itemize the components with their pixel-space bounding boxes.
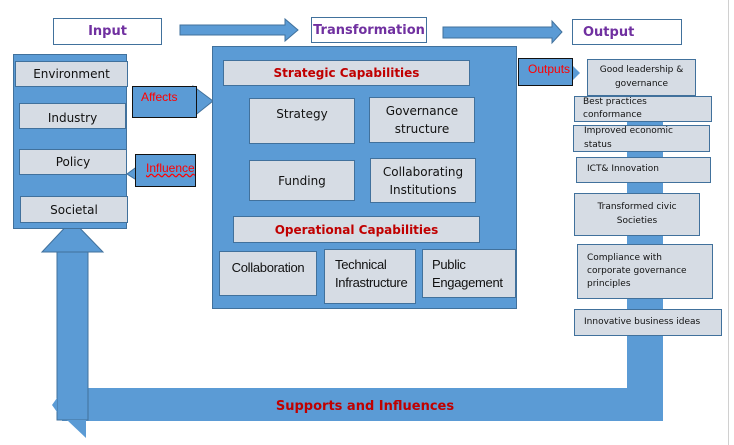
output-item: Best practices conformance — [574, 96, 712, 122]
operational-public-engagement: Public Engagement — [422, 249, 516, 298]
operational-technical-infrastructure: Technical Infrastructure — [324, 249, 416, 304]
feedback-bottom-tail — [67, 420, 86, 438]
strategic-collaborating-institutions: Collaborating Institutions — [370, 158, 476, 203]
label-influence: Influence — [135, 154, 196, 187]
input-industry: Industry — [19, 103, 126, 129]
feedback-left-arrowhead — [52, 398, 57, 412]
input-policy: Policy — [19, 149, 127, 175]
arrow-transformation-to-output — [442, 19, 563, 45]
output-item: ICT& Innovation — [576, 157, 711, 183]
strategic-strategy: Strategy — [249, 98, 355, 144]
feedback-bar — [62, 388, 629, 421]
output-item: Good leadership & governance — [587, 59, 696, 96]
input-societal: Societal — [20, 196, 128, 223]
output-item: Improved economic status — [573, 125, 710, 152]
label-affects: Affects — [132, 86, 197, 118]
arrow-input-to-transformation — [179, 17, 299, 43]
strategic-capabilities-title: Strategic Capabilities — [223, 60, 470, 86]
feedback-label: Supports and Influences — [275, 399, 455, 414]
input-environment: Environment — [15, 61, 128, 87]
operational-collaboration: Collaboration — [219, 251, 317, 296]
feedback-bar-right — [620, 388, 663, 421]
operational-capabilities-title: Operational Capabilities — [233, 216, 480, 243]
outputs-arrowhead — [572, 65, 580, 81]
output-item: Compliance with corporate governance pri… — [577, 244, 713, 299]
strategic-governance-structure: Governance structure — [369, 97, 475, 143]
page-edge — [728, 0, 729, 445]
feedback-up-shaft — [56, 251, 89, 421]
header-transformation: Transformation — [311, 17, 427, 43]
output-item: Innovative business ideas — [574, 309, 722, 336]
label-outputs: Outputs — [518, 58, 573, 86]
output-item: Transformed civic Societies — [574, 193, 700, 236]
feedback-up-arrowhead — [40, 219, 105, 253]
strategic-funding: Funding — [249, 160, 355, 201]
header-output: Output — [572, 19, 682, 45]
header-input: Input — [53, 18, 162, 45]
